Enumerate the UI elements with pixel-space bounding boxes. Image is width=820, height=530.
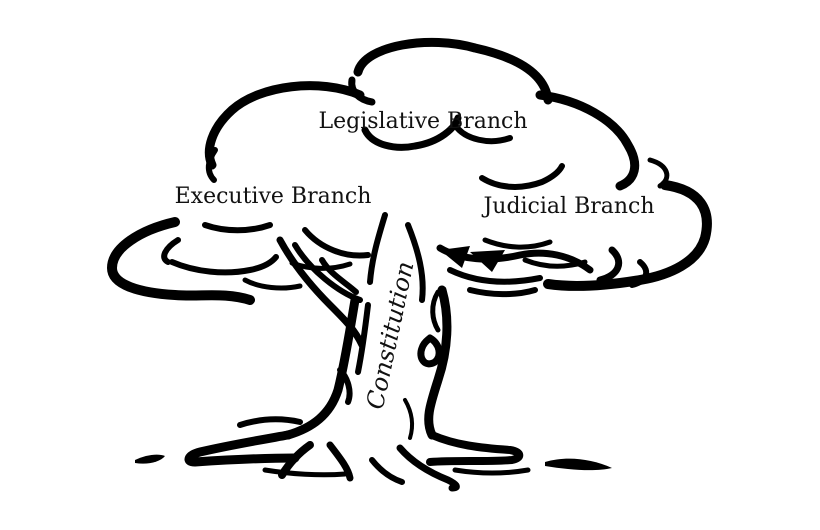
canopy [107, 37, 712, 305]
roots [135, 416, 612, 492]
trunk [283, 285, 452, 440]
executive-branch-label: Executive Branch [175, 184, 372, 209]
judicial-branch-label: Judicial Branch [481, 194, 654, 219]
legislative-branch-label: Legislative Branch [319, 109, 528, 134]
